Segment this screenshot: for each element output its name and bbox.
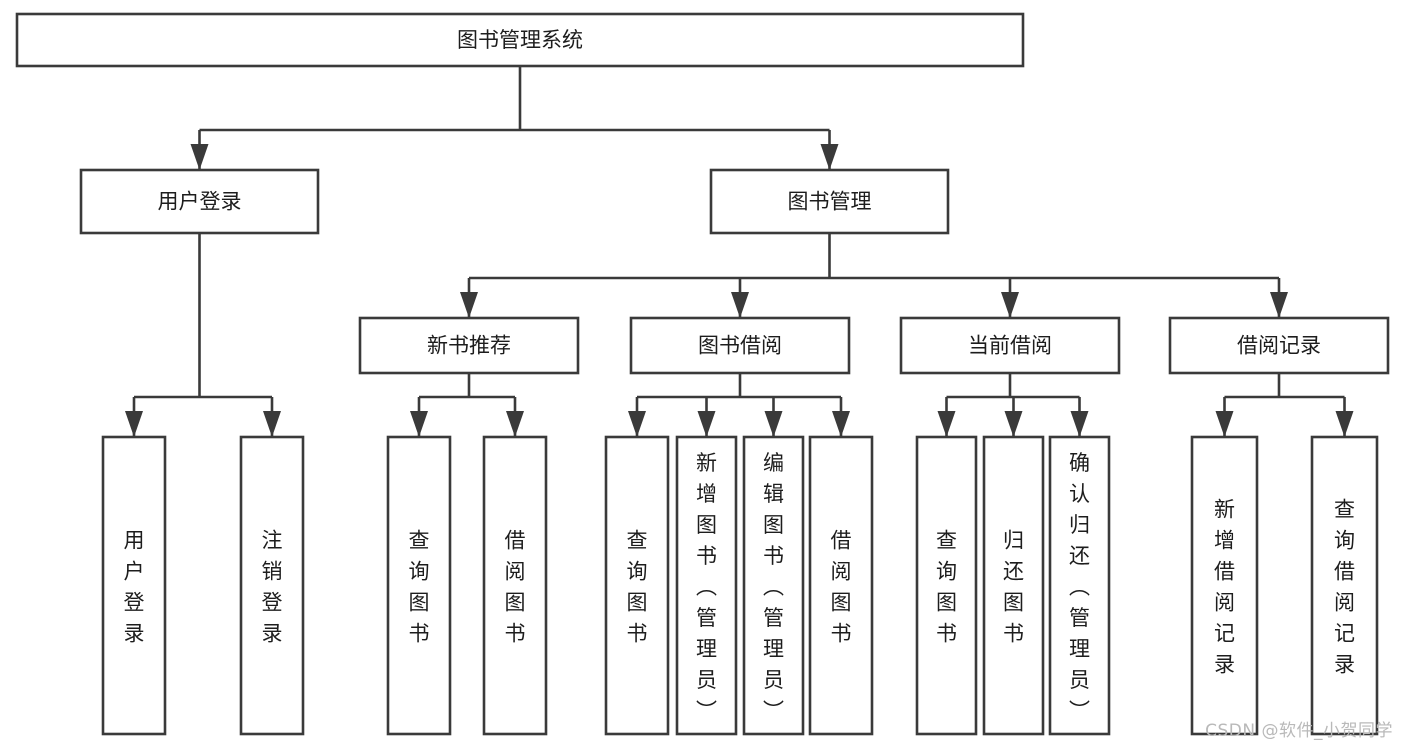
node-box[interactable] [101, 435, 167, 736]
arrow-head-icon [1001, 292, 1019, 318]
node-box[interactable] [15, 12, 1025, 68]
node-label: 图书借阅 [698, 334, 782, 358]
node-leaf-return-book[interactable]: 归还图书 [982, 435, 1045, 736]
node-box[interactable] [709, 168, 950, 235]
arrow-head-icon [1215, 411, 1234, 437]
node-label: 查询图书 [409, 529, 430, 646]
node-leaf-add-book[interactable]: 新增图书︵管理员︶ [675, 435, 738, 736]
node-label: 新增图书︵管理员︶ [696, 451, 717, 723]
node-label: 查询图书 [627, 529, 648, 646]
node-label: 编辑图书︵管理员︶ [763, 451, 784, 723]
node-label: 图书管理系统 [457, 28, 583, 52]
node-box[interactable] [358, 316, 580, 375]
arrow-head-icon [628, 411, 646, 437]
node-box[interactable] [1190, 435, 1259, 736]
node-label: 用户登录 [158, 190, 242, 214]
node-label: 图书管理 [788, 190, 872, 214]
node-label: 查询借阅记录 [1334, 498, 1355, 677]
node-box[interactable] [675, 435, 738, 736]
node-boxes-layer: 图书管理系统用户登录图书管理新书推荐图书借阅当前借阅借阅记录用户登录注销登录查询… [15, 12, 1390, 736]
node-leaf-user-login[interactable]: 用户登录 [101, 435, 167, 736]
node-label: 借阅图书 [505, 529, 526, 646]
node-label: 查询图书 [936, 529, 957, 646]
arrow-head-icon [125, 411, 143, 437]
node-leaf-borrow-book-1[interactable]: 借阅图书 [482, 435, 548, 736]
node-leaf-query-book-1[interactable]: 查询图书 [386, 435, 452, 736]
node-box[interactable] [1048, 435, 1111, 736]
arrow-head-icon [832, 411, 850, 437]
arrow-head-icon [1004, 411, 1023, 437]
node-book-borrow[interactable]: 图书借阅 [629, 316, 851, 375]
node-box[interactable] [808, 435, 874, 736]
node-box[interactable] [604, 435, 670, 736]
node-label: 注销登录 [262, 529, 283, 646]
node-leaf-query-book-2[interactable]: 查询图书 [604, 435, 670, 736]
arrow-head-icon [820, 144, 839, 170]
node-current-borrow[interactable]: 当前借阅 [899, 316, 1121, 375]
node-box[interactable] [742, 435, 805, 736]
arrow-head-icon [506, 411, 524, 437]
node-leaf-query-book-3[interactable]: 查询图书 [915, 435, 978, 736]
node-leaf-edit-book[interactable]: 编辑图书︵管理员︶ [742, 435, 805, 736]
arrow-head-icon [697, 411, 716, 437]
arrow-head-icon [1335, 411, 1354, 437]
node-label: 用户登录 [124, 529, 145, 646]
node-leaf-user-logout[interactable]: 注销登录 [239, 435, 305, 736]
node-box[interactable] [982, 435, 1045, 736]
node-leaf-add-record[interactable]: 新增借阅记录 [1190, 435, 1259, 736]
node-label: 借阅图书 [831, 529, 852, 646]
node-box[interactable] [79, 168, 320, 235]
arrow-head-icon [1070, 411, 1089, 437]
node-label: 新书推荐 [427, 334, 511, 358]
node-book-manage[interactable]: 图书管理 [709, 168, 950, 235]
arrow-head-icon [460, 292, 478, 318]
node-leaf-confirm-return[interactable]: 确认归还︵管理员︶ [1048, 435, 1111, 736]
arrow-head-icon [410, 411, 428, 437]
connector-edges-layer [125, 66, 1354, 437]
node-label: 新增借阅记录 [1214, 498, 1235, 677]
node-label: 归还图书 [1003, 529, 1024, 646]
node-user-login[interactable]: 用户登录 [79, 168, 320, 235]
node-box[interactable] [899, 316, 1121, 375]
node-label: 当前借阅 [968, 334, 1052, 358]
node-root[interactable]: 图书管理系统 [15, 12, 1025, 68]
node-box[interactable] [915, 435, 978, 736]
node-box[interactable] [1168, 316, 1390, 375]
arrow-head-icon [764, 411, 783, 437]
arrow-head-icon [190, 144, 209, 170]
node-box[interactable] [482, 435, 548, 736]
node-leaf-borrow-book-2[interactable]: 借阅图书 [808, 435, 874, 736]
node-box[interactable] [239, 435, 305, 736]
node-new-book-rec[interactable]: 新书推荐 [358, 316, 580, 375]
arrow-head-icon [731, 292, 749, 318]
node-label: 确认归还︵管理员︶ [1069, 451, 1090, 723]
arrow-head-icon [1270, 292, 1288, 318]
node-borrow-record[interactable]: 借阅记录 [1168, 316, 1390, 375]
node-box[interactable] [1310, 435, 1379, 736]
node-box[interactable] [386, 435, 452, 736]
node-box[interactable] [629, 316, 851, 375]
arrow-head-icon [263, 411, 281, 437]
node-leaf-query-record[interactable]: 查询借阅记录 [1310, 435, 1379, 736]
node-label: 借阅记录 [1237, 334, 1321, 358]
arrow-head-icon [937, 411, 956, 437]
